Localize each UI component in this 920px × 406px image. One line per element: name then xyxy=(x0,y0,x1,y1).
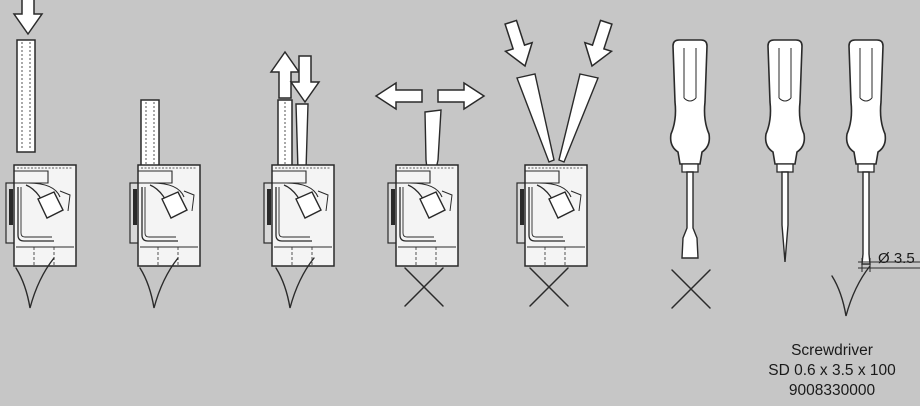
screwdriver-blade-icon xyxy=(558,73,599,163)
step-1-insert xyxy=(5,0,77,309)
cross-mark-icon xyxy=(529,267,569,307)
caption-title: Screwdriver xyxy=(791,342,873,359)
screwdriver-handle-icon xyxy=(764,39,806,173)
screwdriver-pointed xyxy=(764,39,806,263)
arrow-down-icon xyxy=(496,17,540,72)
screwdriver-correct xyxy=(831,39,920,317)
screwdriver-handle-icon xyxy=(845,39,887,173)
arrow-left-icon xyxy=(375,82,423,110)
cross-mark-icon xyxy=(404,267,444,307)
flat-wide-tip-icon xyxy=(681,171,699,259)
arrow-down-icon xyxy=(13,0,43,35)
screwdriver-handle-icon xyxy=(669,39,711,173)
terminal-block-icon xyxy=(387,164,459,267)
screwdriver-wide-flat xyxy=(669,39,711,309)
step-5-no-two-tools xyxy=(496,17,621,307)
cross-mark-icon xyxy=(671,269,711,309)
flat-narrow-tip-icon xyxy=(861,171,871,265)
arrow-down-icon xyxy=(577,17,621,72)
step-2-inserted xyxy=(129,99,201,309)
arrow-right-icon xyxy=(437,82,485,110)
screwdriver-caption: Screwdriver SD 0.6 x 3.5 x 100 900833000… xyxy=(748,341,916,401)
arrow-up-icon xyxy=(270,51,300,99)
terminal-block-icon xyxy=(263,164,335,267)
step-4-no-levering xyxy=(375,82,485,307)
arrow-down-icon xyxy=(290,55,320,103)
check-mark-icon xyxy=(831,265,871,317)
step-3-conductor xyxy=(263,51,335,309)
terminal-block-icon xyxy=(516,164,588,267)
diameter-label: Ø 3.5 xyxy=(878,250,915,267)
pointed-tip-icon xyxy=(781,171,789,263)
terminal-block-icon xyxy=(129,164,201,267)
screwdriver-shaft-icon xyxy=(16,39,36,153)
caption-part-number: 9008330000 xyxy=(788,382,876,399)
screwdriver-blade-icon xyxy=(516,73,555,163)
caption-model: SD 0.6 x 3.5 x 100 xyxy=(768,362,896,379)
terminal-block-icon xyxy=(5,164,77,267)
